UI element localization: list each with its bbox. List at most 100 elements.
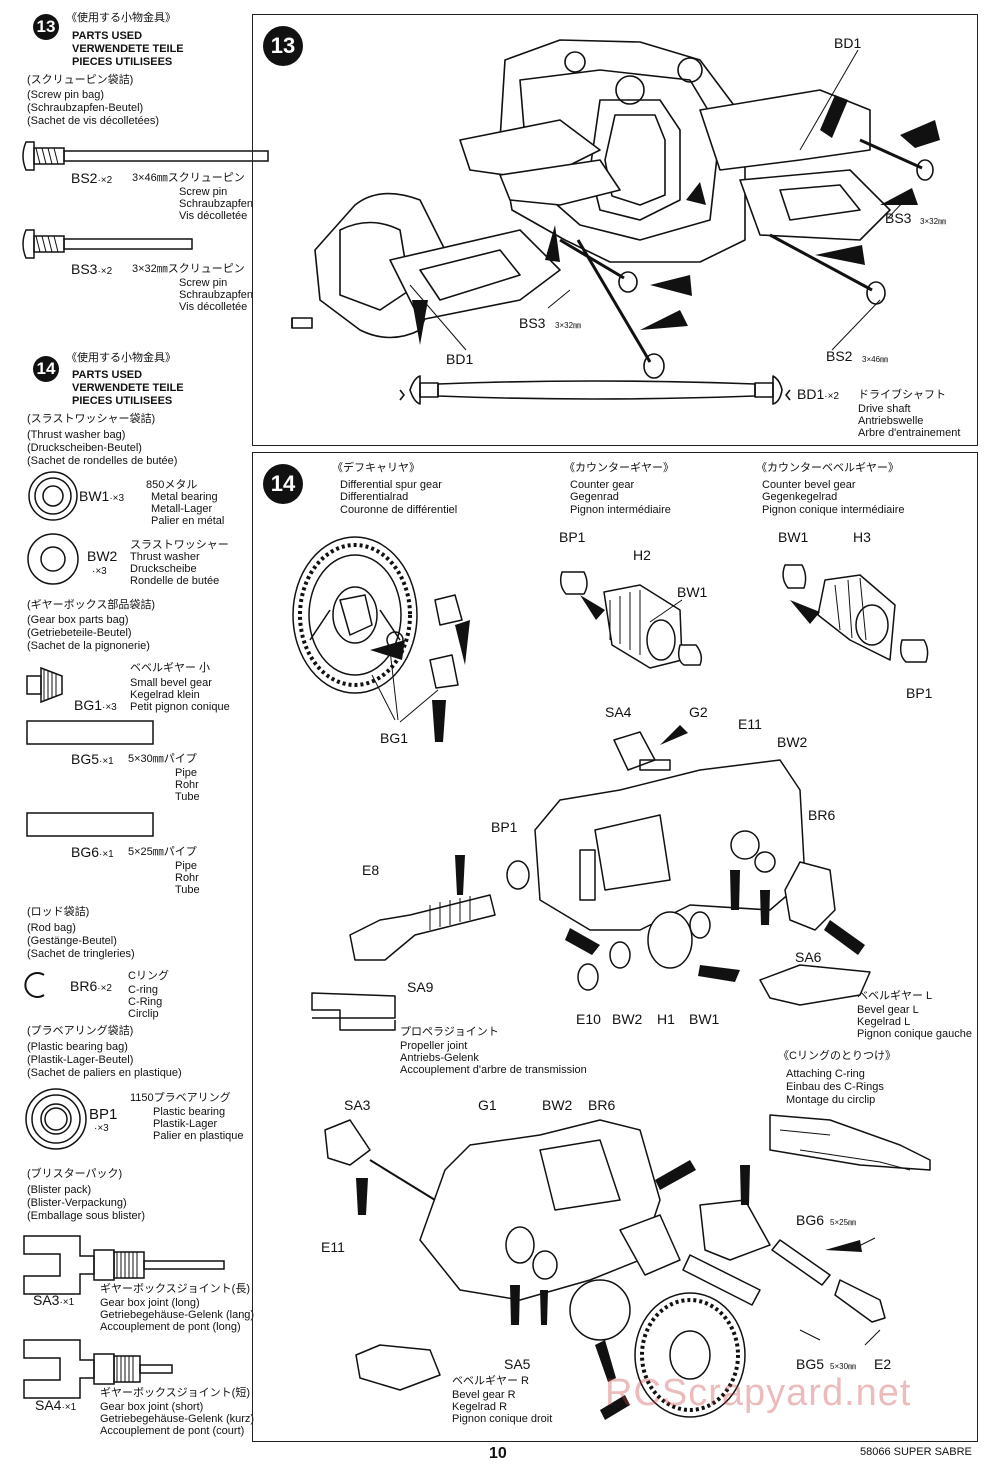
sa4-code: SA4·×1 (35, 1397, 77, 1413)
bp1-qty: ·×3 (94, 1123, 109, 1134)
br6-code: BR6·×2 (70, 978, 112, 994)
bg1-jp: ベベルギヤー 小 (130, 662, 211, 674)
washer-bag-jp: (スラストワッシャー袋詰) (27, 413, 156, 425)
bg1-code: BG1·×3 (74, 697, 117, 713)
bg5-en: Pipe (175, 767, 198, 779)
label-e10: E10 (576, 1011, 601, 1027)
bw2-code: BW2 (87, 548, 118, 564)
bs2-en: Screw pin (179, 186, 228, 198)
label-bw1-a: BW1 (677, 584, 708, 600)
label-br6-b: BR6 (588, 1097, 616, 1113)
bw1-de: Metall-Lager (151, 503, 213, 515)
gear-bag-jp: (ギヤーボックス部品袋詰) (27, 599, 155, 611)
counter-de: Gegenrad (570, 491, 619, 503)
differential-gear-drawing (292, 536, 418, 694)
plastic-bag-jp: (プラベアリング袋詰) (27, 1025, 134, 1037)
bw1-code: BW1·×3 (79, 488, 125, 504)
label-bg5: BG5 (796, 1356, 825, 1372)
bg6-code: BG6·×1 (71, 844, 114, 860)
label-bs3-mid-size: 3×32㎜ (555, 321, 582, 330)
bw1-jp: 850メタル (146, 479, 198, 491)
gear-bag-en: (Gear box parts bag) (27, 614, 129, 626)
label-bs2-size: 3×46㎜ (862, 355, 889, 364)
screw-pin-short-icon (22, 229, 193, 259)
sa4-jp: ギヤーボックスジョイント(短) (100, 1387, 250, 1399)
screw-pin-long-icon (22, 141, 269, 171)
bs3-code: BS3·×2 (71, 261, 113, 277)
br6-en: C-ring (128, 984, 158, 996)
label-bw2-c: BW2 (542, 1097, 573, 1113)
sa3-de: Getriebegehäuse-Gelenk (lang) (100, 1309, 255, 1321)
counterbevel-de: Gegenkegelrad (762, 491, 838, 503)
parts-used-jp: 《使用する小物金具》 (66, 12, 176, 24)
bp1-jp: 1150プラベアリング (130, 1092, 231, 1104)
small-bevel-gear-icon (26, 666, 63, 704)
bevel-r-jp: ベベルギヤー R (452, 1375, 529, 1387)
bag-en: (Screw pin bag) (27, 89, 105, 101)
bag-de: (Schraubzapfen-Beutel) (27, 102, 144, 114)
label-sa4: SA4 (605, 704, 632, 720)
label-e11-b: E11 (321, 1239, 345, 1255)
label-bg1: BG1 (380, 730, 409, 746)
step-13-panel (252, 14, 978, 446)
bevel-r-de: Kegelrad R (452, 1401, 508, 1413)
bag-fr: (Sachet de vis décolletées) (27, 115, 160, 127)
plastic-bag-en: (Plastic bearing bag) (27, 1041, 128, 1053)
bs2-fr: Vis décolletée (179, 210, 248, 222)
cring-de: Einbau des C-Rings (786, 1081, 884, 1093)
label-bw1-c: BW1 (689, 1011, 720, 1027)
label-bp1-b: BP1 (906, 685, 933, 701)
cring-jp: 《Cリングのとりつけ》 (778, 1050, 897, 1062)
bp1-de: Plastik-Lager (153, 1118, 218, 1130)
counterbevel-en: Counter bevel gear (762, 479, 856, 491)
bevel-l-de: Kegelrad L (857, 1016, 911, 1028)
bs3-fr: Vis décolletée (179, 301, 248, 313)
sa4-fr: Accouplement de pont (court) (100, 1425, 245, 1437)
bevel-r-en: Bevel gear R (452, 1389, 516, 1401)
model-name: 58066 SUPER SABRE (860, 1446, 972, 1458)
label-sa9: SA9 (407, 979, 434, 995)
label-h2: H2 (633, 547, 651, 563)
bp1-en: Plastic bearing (153, 1106, 226, 1118)
parts-used-de: VERWENDETE TEILE (72, 43, 184, 55)
parts-used-fr: PIECES UTILISEES (72, 56, 173, 68)
label-sa6: SA6 (795, 949, 822, 965)
blister-de: (Blister-Verpackung) (27, 1197, 127, 1209)
label-bs2: BS2 (826, 348, 853, 364)
label-h1: H1 (657, 1011, 675, 1027)
page-number: 10 (489, 1445, 507, 1462)
driveshaft-fr: Arbre d'entrainement (858, 427, 961, 439)
label-bg6: BG6 (796, 1212, 825, 1228)
driveshaft-jp: ドライブシャフト (858, 389, 946, 401)
bevel-l-jp: ベベルギヤー L (857, 990, 933, 1002)
bs3-size: 3×32㎜スクリューピン (132, 263, 245, 275)
bg1-en: Small bevel gear (130, 677, 212, 689)
sa3-en: Gear box joint (long) (100, 1297, 200, 1309)
bevel-l-en: Bevel gear L (857, 1004, 919, 1016)
propeller-en: Propeller joint (400, 1040, 468, 1052)
label-g1: G1 (478, 1097, 497, 1113)
driveshaft-de: Antriebswelle (858, 415, 924, 427)
bevel-r-fr: Pignon conique droit (452, 1413, 553, 1425)
label-bg6-size: 5×25㎜ (830, 1218, 857, 1227)
step-13-number: 13 (263, 26, 303, 66)
label-e2: E2 (874, 1356, 892, 1372)
rod-bag-de: (Gestänge-Beutel) (27, 935, 117, 947)
bag-jp: (スクリューピン袋詰) (27, 74, 134, 86)
watermark: RCScrapyard.net (605, 1372, 912, 1414)
label-br6-a: BR6 (808, 807, 836, 823)
blister-jp: (ブリスターパック) (27, 1168, 123, 1180)
diff-en: Differential spur gear (340, 479, 442, 491)
step-14-panel (252, 452, 978, 1442)
br6-de: C-Ring (128, 996, 163, 1008)
cring-fr: Montage du circlip (786, 1094, 876, 1106)
bw2-jp: スラストワッシャー (130, 539, 229, 551)
label-bp1-a: BP1 (559, 529, 586, 545)
washer-bag-en: (Thrust washer bag) (27, 429, 126, 441)
bg5-code: BG5·×1 (71, 751, 114, 767)
step-14-number: 14 (263, 464, 303, 504)
bs3-de: Schraubzapfen (179, 289, 253, 301)
driveshaft-en: Drive shaft (858, 403, 911, 415)
diff-de: Differentialrad (340, 491, 409, 503)
